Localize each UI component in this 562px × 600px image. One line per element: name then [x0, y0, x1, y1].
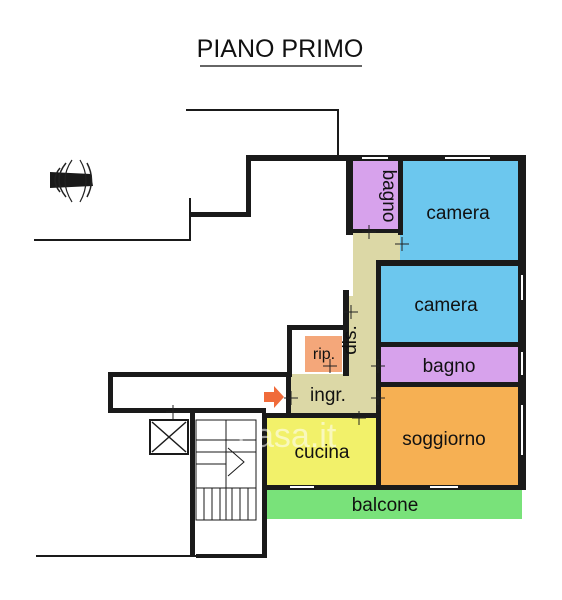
bagno-mid-fill	[380, 346, 518, 383]
label-camera-top: camera	[426, 203, 490, 224]
label-bagno-mid: bagno	[423, 356, 476, 377]
label-rip: rip.	[313, 346, 335, 363]
cucina-fill	[266, 418, 376, 486]
plan-title: PIANO PRIMO	[197, 35, 364, 63]
compass-icon	[50, 159, 93, 203]
camera-mid-fill	[380, 265, 518, 343]
watermark-text: casa.it	[238, 417, 337, 455]
shaft	[149, 419, 189, 455]
disimpegno-fill	[290, 232, 400, 418]
staircase	[195, 419, 257, 521]
door-marks	[166, 225, 409, 425]
label-balcone: balcone	[352, 495, 419, 516]
label-bagno-top: bagno	[378, 170, 399, 223]
label-ingr: ingr.	[310, 385, 346, 406]
label-soggiorno: soggiorno	[402, 429, 485, 450]
room-fills	[266, 161, 522, 519]
bagno-top-fill	[353, 161, 400, 232]
soggiorno-fill	[380, 386, 518, 486]
balcone-fill	[266, 490, 522, 519]
label-camera-mid: camera	[414, 295, 478, 316]
label-cucina: cucina	[295, 442, 350, 463]
camera-top-fill	[400, 161, 518, 261]
windows	[290, 157, 523, 488]
entrance-arrow-icon	[264, 386, 284, 408]
label-dis: dis.	[340, 325, 361, 355]
